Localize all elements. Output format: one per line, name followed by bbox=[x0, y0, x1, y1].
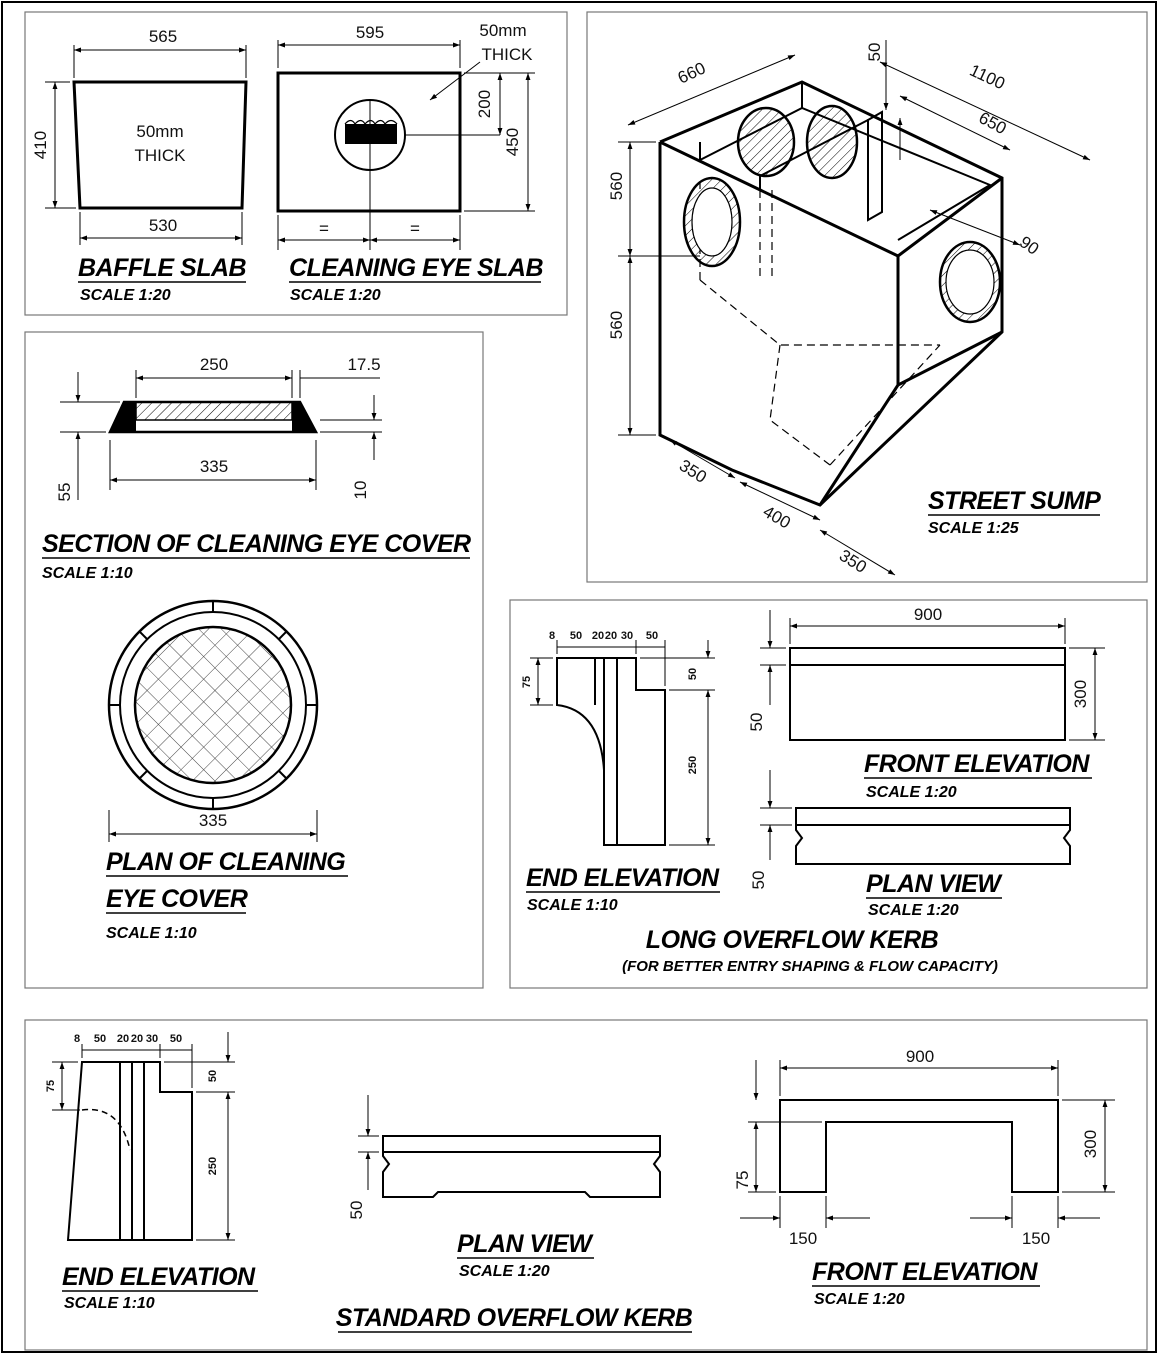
panel-standard-kerb bbox=[24, 1019, 1148, 1351]
eye-cover-section-scale: SCALE 1:10 bbox=[42, 565, 133, 582]
sump-dim-400: 400 bbox=[760, 502, 794, 533]
long-plan-view-title: PLAN VIEW bbox=[866, 870, 1003, 898]
baffle-note-2: THICK bbox=[135, 146, 187, 165]
street-sump-scale: SCALE 1:25 bbox=[928, 520, 1020, 537]
std-front-elevation-title: FRONT ELEVATION bbox=[812, 1258, 1038, 1286]
long-overflow-kerb-subtitle: (FOR BETTER ENTRY SHAPING & FLOW CAPACIT… bbox=[622, 958, 998, 975]
std-end-dim-50: 50 bbox=[207, 1070, 219, 1082]
long-end-elevation-scale: SCALE 1:10 bbox=[527, 897, 618, 914]
std-end-dim-30: 30 bbox=[146, 1033, 158, 1045]
std-front-dim-300: 300 bbox=[1081, 1130, 1100, 1158]
long-end-dim-30: 30 bbox=[621, 630, 633, 642]
eye-slab-dim-width: 595 bbox=[356, 23, 384, 42]
std-plan-dim-50: 50 bbox=[347, 1201, 366, 1220]
long-overflow-kerb-title: LONG OVERFLOW KERB bbox=[646, 926, 939, 954]
standard-kerb-front-elevation-drawing bbox=[740, 1060, 1115, 1228]
eye-slab-dim-equal-right: = bbox=[410, 219, 420, 238]
section-dim-55: 55 bbox=[55, 483, 74, 502]
panel-long-kerb bbox=[509, 599, 1148, 989]
baffle-note-1: 50mm bbox=[136, 122, 183, 141]
baffle-dim-bottom: 530 bbox=[149, 216, 177, 235]
std-end-elevation-title: END ELEVATION bbox=[62, 1263, 256, 1291]
street-sump-title: STREET SUMP bbox=[928, 487, 1101, 515]
long-front-elevation-title: FRONT ELEVATION bbox=[864, 750, 1090, 778]
plan-dim-335: 335 bbox=[199, 811, 227, 830]
sump-dim-90: 90 bbox=[1016, 232, 1042, 258]
panel-street-sump bbox=[586, 11, 1148, 583]
long-kerb-end-elevation-drawing bbox=[530, 640, 715, 846]
eye-slab-note-2: THICK bbox=[482, 45, 534, 64]
sump-dim-650: 650 bbox=[976, 108, 1010, 138]
section-dim-335: 335 bbox=[200, 457, 228, 476]
cleaning-eye-slab-scale: SCALE 1:20 bbox=[290, 287, 381, 304]
std-end-dim-50b: 50 bbox=[170, 1033, 182, 1045]
std-plan-view-scale: SCALE 1:20 bbox=[459, 1263, 550, 1280]
cleaning-eye-slab-drawing bbox=[276, 40, 535, 250]
eye-cover-section-title: SECTION OF CLEANING EYE COVER bbox=[42, 530, 471, 558]
baffle-dim-top: 565 bbox=[149, 27, 177, 46]
long-end-dim-20a: 20 bbox=[592, 630, 604, 642]
baffle-slab-drawing bbox=[45, 45, 248, 245]
std-front-dim-900: 900 bbox=[906, 1047, 934, 1066]
eye-cover-plan-title-1: PLAN OF CLEANING bbox=[106, 848, 345, 876]
long-end-dim-50a: 50 bbox=[570, 630, 582, 642]
baffle-slab-scale: SCALE 1:20 bbox=[80, 287, 171, 304]
standard-overflow-kerb-title: STANDARD OVERFLOW KERB bbox=[336, 1304, 693, 1332]
cleaning-eye-slab-title: CLEANING EYE SLAB bbox=[289, 254, 543, 282]
eye-slab-note-1: 50mm bbox=[479, 21, 526, 40]
std-end-dim-75: 75 bbox=[45, 1080, 57, 1092]
panel-eye-cover bbox=[24, 331, 484, 989]
sump-dim-560-bottom: 560 bbox=[607, 311, 626, 339]
long-end-dim-50: 50 bbox=[687, 668, 699, 680]
sump-dim-50: 50 bbox=[865, 43, 884, 62]
panel-slabs bbox=[24, 11, 568, 316]
std-plan-view-title: PLAN VIEW bbox=[457, 1230, 594, 1258]
eye-cover-section-drawing bbox=[60, 370, 382, 500]
std-front-elevation-scale: SCALE 1:20 bbox=[814, 1291, 905, 1308]
sump-dim-560-top: 560 bbox=[607, 172, 626, 200]
long-end-dim-50b: 50 bbox=[646, 630, 658, 642]
standard-kerb-plan-view-drawing bbox=[358, 1095, 661, 1198]
eye-cover-plan-title-2: EYE COVER bbox=[106, 885, 248, 913]
section-dim-250: 250 bbox=[200, 355, 228, 374]
std-end-dim-250: 250 bbox=[207, 1157, 219, 1175]
sump-dim-660: 660 bbox=[675, 58, 709, 87]
street-sump-drawing bbox=[618, 40, 1091, 576]
sump-dim-350-right: 350 bbox=[836, 546, 870, 577]
long-end-dim-250: 250 bbox=[687, 756, 699, 774]
baffle-dim-height: 410 bbox=[31, 131, 50, 159]
std-end-elevation-scale: SCALE 1:10 bbox=[64, 1295, 155, 1312]
long-front-elevation-scale: SCALE 1:20 bbox=[866, 784, 957, 801]
eye-slab-dim-offset: 200 bbox=[475, 90, 494, 118]
long-front-dim-300: 300 bbox=[1071, 680, 1090, 708]
long-plan-view-scale: SCALE 1:20 bbox=[868, 902, 959, 919]
eye-slab-dim-equal-left: = bbox=[319, 219, 329, 238]
baffle-slab-title: BAFFLE SLAB bbox=[78, 254, 247, 282]
eye-cover-plan-drawing bbox=[107, 599, 319, 842]
std-end-dim-8: 8 bbox=[74, 1033, 80, 1045]
std-front-dim-150-left: 150 bbox=[789, 1229, 817, 1248]
section-dim-17-5: 17.5 bbox=[347, 355, 380, 374]
std-end-dim-20a: 20 bbox=[117, 1033, 129, 1045]
std-end-dim-50a: 50 bbox=[94, 1033, 106, 1045]
long-end-dim-8: 8 bbox=[549, 630, 555, 642]
std-end-dim-20b: 20 bbox=[131, 1033, 143, 1045]
long-front-dim-50: 50 bbox=[747, 713, 766, 732]
eye-slab-dim-height: 450 bbox=[503, 128, 522, 156]
section-dim-10: 10 bbox=[351, 481, 370, 500]
long-plan-dim-50: 50 bbox=[749, 871, 768, 890]
std-front-dim-150-right: 150 bbox=[1022, 1229, 1050, 1248]
std-front-dim-75: 75 bbox=[733, 1171, 752, 1190]
standard-kerb-end-elevation-drawing bbox=[52, 1032, 235, 1241]
eye-cover-plan-scale: SCALE 1:10 bbox=[106, 925, 197, 942]
long-kerb-plan-view-drawing bbox=[760, 770, 1071, 865]
sump-dim-1100: 1100 bbox=[967, 61, 1008, 94]
long-kerb-front-elevation-drawing bbox=[760, 610, 1105, 741]
long-end-dim-75: 75 bbox=[521, 676, 533, 688]
long-end-dim-20b: 20 bbox=[605, 630, 617, 642]
long-front-dim-900: 900 bbox=[914, 605, 942, 624]
long-end-elevation-title: END ELEVATION bbox=[526, 864, 720, 892]
